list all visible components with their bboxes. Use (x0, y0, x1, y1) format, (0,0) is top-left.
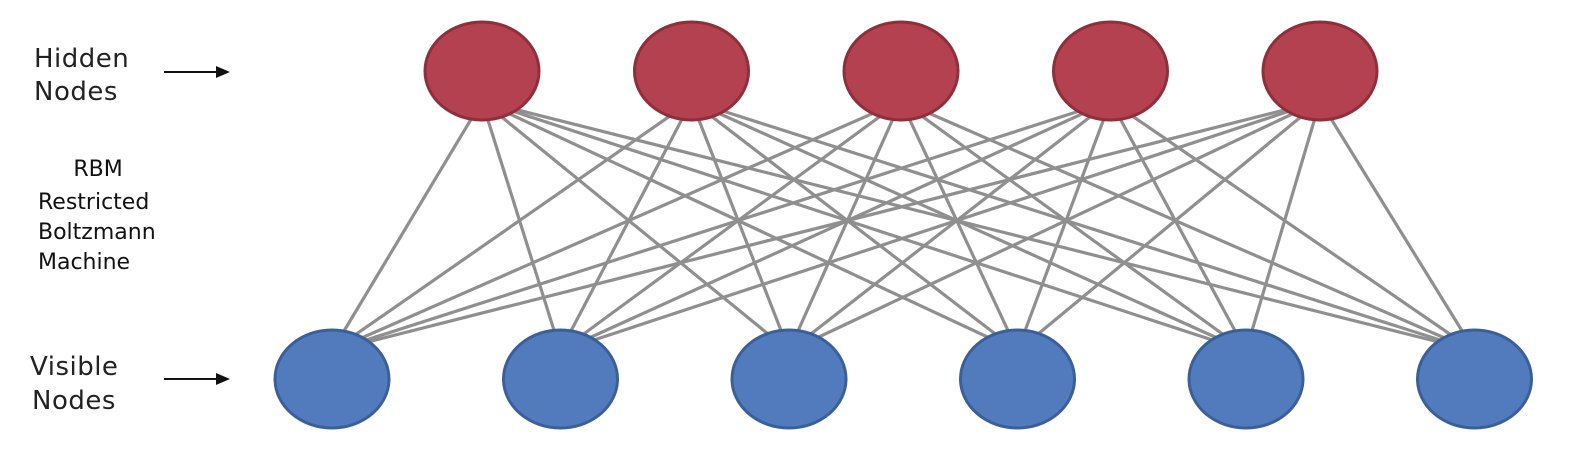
visible-arrow-icon (164, 373, 230, 385)
edge-h1-v3 (480, 99, 791, 353)
model-abbreviation: RBM (73, 157, 122, 182)
visible-node-3 (730, 328, 848, 430)
edge-h2-v3 (689, 99, 791, 353)
edge-h4-v6 (1108, 99, 1477, 353)
connections (330, 99, 1477, 353)
edge-h2-v5 (689, 99, 1248, 353)
hidden-node-5 (1261, 20, 1379, 122)
edge-h3-v3 (787, 99, 903, 353)
visible-label-line-2: Nodes (32, 386, 116, 416)
edge-h1-v6 (480, 99, 1477, 353)
edge-h5-v2 (558, 99, 1322, 353)
model-name-line-3: Boltzmann (38, 220, 156, 245)
edge-h2-v2 (558, 99, 694, 353)
edge-h3-v1 (330, 99, 903, 353)
hidden-node-1 (423, 20, 541, 122)
hidden-node-2 (633, 20, 750, 122)
edge-h5-v6 (1318, 99, 1477, 353)
visible-label-line-1: Visible (30, 352, 118, 382)
edge-h1-v5 (480, 99, 1248, 353)
hidden-node-3 (842, 20, 960, 122)
edge-h3-v2 (558, 99, 903, 353)
hidden-nodes-label: Hidden Nodes (34, 44, 129, 107)
model-name-line-2: Restricted (38, 190, 149, 215)
edge-h3-v4 (899, 99, 1020, 353)
visible-node-6 (1416, 328, 1533, 430)
edge-h4-v4 (1015, 99, 1113, 353)
model-name-line-4: Machine (38, 250, 130, 275)
visible-node-5 (1187, 328, 1305, 430)
edge-h4-v5 (1108, 99, 1248, 353)
visible-layer (273, 328, 1533, 430)
edge-h3-v6 (899, 99, 1477, 353)
hidden-node-4 (1052, 20, 1169, 122)
visible-node-2 (502, 328, 619, 430)
hidden-arrow-icon (164, 66, 230, 78)
edge-h2-v4 (689, 99, 1020, 353)
visible-node-4 (959, 328, 1076, 430)
edge-h5-v1 (330, 99, 1322, 353)
edge-h1-v4 (480, 99, 1020, 353)
edge-h4-v3 (787, 99, 1113, 353)
edge-h5-v4 (1015, 99, 1322, 353)
hidden-layer (423, 20, 1379, 122)
edge-h2-v1 (330, 99, 694, 353)
visible-nodes-label: Visible Nodes (30, 352, 118, 416)
edge-h3-v5 (899, 99, 1248, 353)
model-name: RBM Restricted Boltzmann Machine (38, 157, 156, 275)
visible-node-1 (273, 328, 391, 430)
edge-h1-v1 (330, 99, 484, 353)
edge-h1-v2 (480, 99, 563, 353)
edge-h5-v5 (1244, 99, 1322, 353)
hidden-label-line-1: Hidden (34, 44, 129, 74)
edge-h4-v2 (558, 99, 1113, 353)
edge-h4-v1 (330, 99, 1113, 353)
edge-h5-v3 (787, 99, 1322, 353)
hidden-label-line-2: Nodes (34, 77, 118, 107)
edge-h2-v6 (689, 99, 1477, 353)
